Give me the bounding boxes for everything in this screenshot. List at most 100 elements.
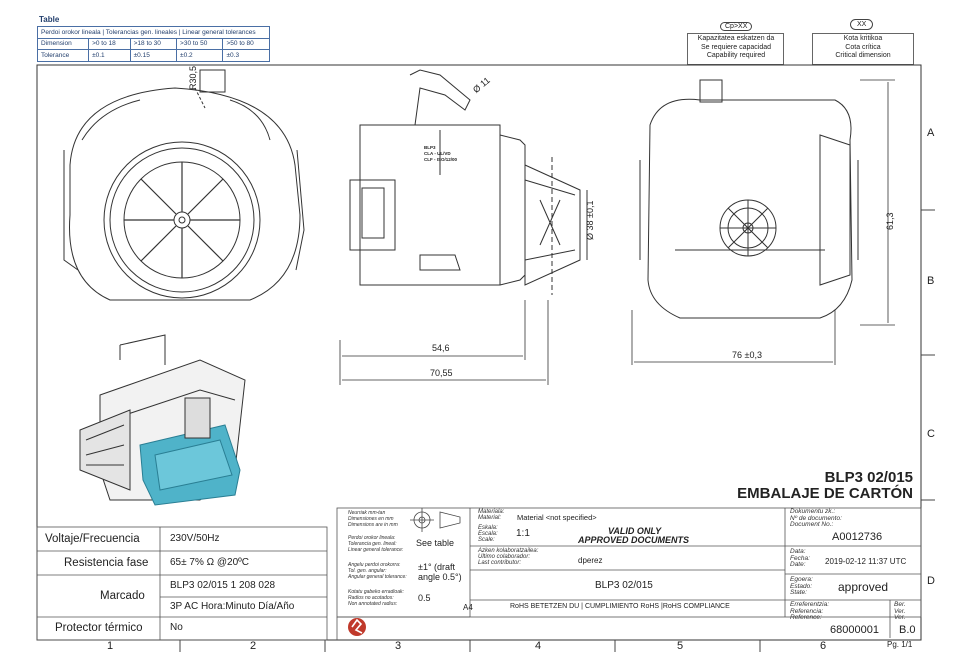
motor-body — [359, 124, 501, 286]
hub-center — [178, 216, 186, 224]
note-line: Kotatu gabeko erradioak: — [348, 589, 404, 595]
label-line: Ver. — [894, 614, 906, 621]
angular-tol-labels: Angelu perdoi orokorra: Tol. gen. angula… — [348, 562, 407, 580]
connector — [349, 179, 396, 251]
drawing-subtitle: EMBALAJE DE CARTÓN — [737, 485, 913, 502]
col-marker-5: 5 — [677, 640, 684, 652]
critical-line: Critical dimension — [835, 52, 891, 59]
row-marker-d: D — [927, 575, 935, 587]
col-marker-4: 4 — [535, 640, 542, 652]
company-logo — [348, 618, 366, 636]
date-labels: Data: Fecha: Date: — [790, 548, 810, 569]
rohs-compliance: RoHS BETETZEN DU | CUMPLIMIENTO RoHS |Ro… — [510, 603, 730, 610]
clip-spring — [409, 69, 471, 126]
label-line: Egoera: — [790, 576, 813, 583]
impeller-spokes — [124, 162, 240, 278]
reference-value: 68000001 — [830, 624, 879, 636]
iso-cone-hatch — [85, 424, 125, 466]
material-labels: Materiala: Material: — [478, 509, 504, 521]
right-cap — [819, 134, 851, 286]
contributor-labels: Azken kolaboratzailea: Ultimo colaborado… — [478, 548, 538, 566]
capability-symbol: Cp>XX — [720, 22, 753, 31]
cone-hatching — [524, 179, 576, 261]
label-line: Azken kolaboratzailea: — [478, 548, 539, 554]
product-label: BLP3 CLA - UL/VD CLF - ISO/12/00 — [424, 145, 457, 163]
col-marker-6: 6 — [820, 640, 827, 652]
label-line: Reference: — [790, 614, 822, 621]
critical-symbol: XX — [850, 19, 874, 30]
angle-value: ±1° (draft angle 0.5°) — [418, 562, 462, 582]
tol-cell: ±0.2 — [176, 49, 224, 62]
label-line: Dokumentu zk.: — [790, 508, 836, 515]
label-line: Fecha: — [790, 554, 810, 562]
dim-61: 61,3 — [885, 212, 895, 230]
label-line: Ber. — [894, 601, 906, 608]
valid-only: VALID ONLY — [608, 526, 662, 536]
spec-label-voltage: Voltaje/Frecuencia — [45, 533, 140, 545]
note-line: Angular general tolerance: — [348, 574, 407, 580]
state-value: approved — [838, 580, 889, 594]
linear-tol-labels: Perdoi orokor lineala: Tolerancia gen. l… — [348, 535, 403, 553]
housing-flange — [63, 149, 305, 271]
label-line: Data: — [790, 548, 806, 555]
critical-line: Kota kritikoa — [843, 35, 883, 42]
dim-54: 54,6 — [432, 343, 450, 353]
spec-value-voltage: 230V/50Hz — [170, 533, 220, 544]
spec-value-resistance: 65± 7% Ω @20ºC — [170, 557, 250, 568]
note-line: Radios no acotados: — [348, 595, 394, 601]
spec-value-marking: BLP3 02/015 1 208 028 — [170, 580, 276, 591]
critical-line: Cota crítica — [845, 43, 881, 51]
terminal-base — [419, 254, 461, 271]
note-line: Dimensions are in mm — [348, 522, 398, 528]
reference-labels: Erreferentzia: Referencia: Reference: — [790, 601, 830, 622]
iso-clip — [119, 334, 166, 365]
spec-table-lines — [36, 526, 328, 641]
spec-value-protector: No — [170, 622, 183, 633]
contributor-value: dperez — [578, 556, 603, 565]
state-labels: Egoera: Estado: State: — [790, 576, 813, 597]
dim-diameter-38: Ø 38 ±0,1 — [585, 200, 595, 240]
capability-line: Se requiere capacidad — [700, 43, 772, 51]
label-line: Document No.: — [790, 521, 834, 528]
housing-edge — [81, 99, 271, 141]
label-line: CLF - ISO/12/00 — [424, 157, 458, 162]
drawing-title: BLP3 02/015 — [824, 469, 913, 486]
radius-leader — [194, 87, 206, 109]
right-housing — [647, 98, 853, 319]
right-flange — [639, 160, 859, 260]
scale-value: 1:1 — [516, 528, 530, 539]
doc-number: A0012736 — [832, 531, 883, 543]
note-line: Linear general tolerance: — [348, 547, 404, 553]
label-line: BLP3 — [424, 145, 436, 150]
approved-documents: APPROVED DOCUMENTS — [578, 535, 690, 545]
note-line: Tol. gen. angular: — [348, 568, 387, 574]
impeller-rim — [109, 147, 255, 293]
iso-connector — [184, 397, 211, 439]
drawing-frame — [36, 64, 922, 641]
dim-radius: R30,5 — [188, 65, 198, 90]
label-line: Scale: — [478, 537, 495, 543]
tolerance-table: Perdoi orokor lineala | Tolerancias gen.… — [36, 26, 270, 62]
page-number: Pg. 1/1 — [887, 640, 913, 649]
right-view — [639, 79, 859, 319]
capability-line: Kapazitatea eskatzen da — [697, 35, 775, 42]
note-line: Neurriak mm-tan — [348, 510, 386, 516]
cone-outlet — [524, 164, 581, 286]
spec-label-marking: Marcado — [100, 590, 145, 602]
logo-mark — [351, 618, 363, 634]
side-dimensions — [339, 79, 895, 385]
tol-cell: ±0.1 — [88, 49, 131, 62]
side-view — [349, 69, 588, 295]
label-line: Eskala: — [478, 525, 498, 531]
label-line: Referencia: — [790, 607, 824, 615]
note-line: Non annotated radius: — [348, 601, 398, 607]
flange-ring — [499, 134, 526, 286]
spec-value-marking-2: 3P AC Hora:Minuto Día/Año — [170, 601, 295, 612]
label-line: Materiala: — [478, 509, 505, 515]
label-line: Material: — [478, 515, 502, 521]
connector-pins — [361, 187, 385, 239]
col-marker-2: 2 — [250, 640, 257, 652]
capability-line: Capability required — [706, 52, 766, 59]
label-line: Erreferentzia: — [790, 601, 830, 608]
